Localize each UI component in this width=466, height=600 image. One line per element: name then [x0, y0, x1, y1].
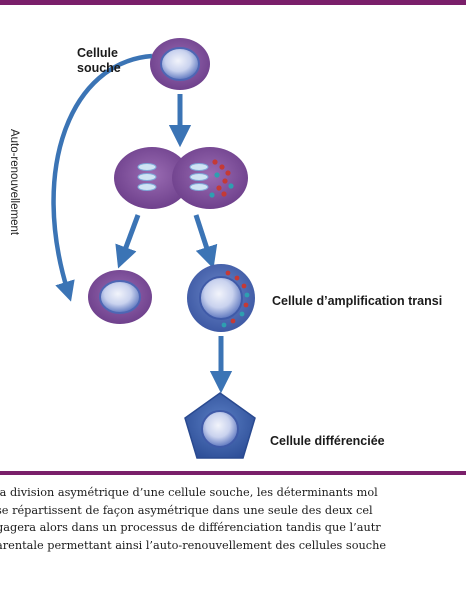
transit-amplifying-cell	[187, 264, 255, 332]
arrow-left-daughter	[115, 214, 141, 269]
arrow-right-daughter	[193, 214, 218, 269]
label-transit-amplifying: Cellule d’amplification transi	[272, 294, 443, 308]
dividing-cell	[114, 147, 248, 209]
caption-line: gagera alors dans un processus de différ…	[0, 521, 381, 534]
determinants-transit	[221, 270, 250, 328]
differentiated-cell	[184, 392, 256, 459]
top-rule	[0, 0, 466, 5]
figure-caption: la division asymétrique d’une cellule so…	[0, 484, 466, 554]
stem-cell-division-diagram	[51, 38, 256, 459]
caption-line: la division asymétrique d’une cellule so…	[0, 486, 378, 499]
caption-line: arentale permettant ainsi l’auto-renouve…	[0, 538, 387, 552]
determinants-dividing	[209, 159, 234, 198]
stem-cell	[150, 38, 210, 90]
label-differentiated: Cellule différenciée	[270, 434, 385, 448]
caption-line: se répartissent de façon asymétrique dan…	[0, 503, 373, 517]
label-self-renewal: Auto-renouvellement	[8, 128, 20, 236]
label-stem-cell: Cellule souche	[77, 46, 121, 75]
renewed-stem-cell	[88, 270, 152, 324]
self-renewal-arrow	[51, 53, 153, 302]
bottom-rule	[0, 471, 466, 475]
